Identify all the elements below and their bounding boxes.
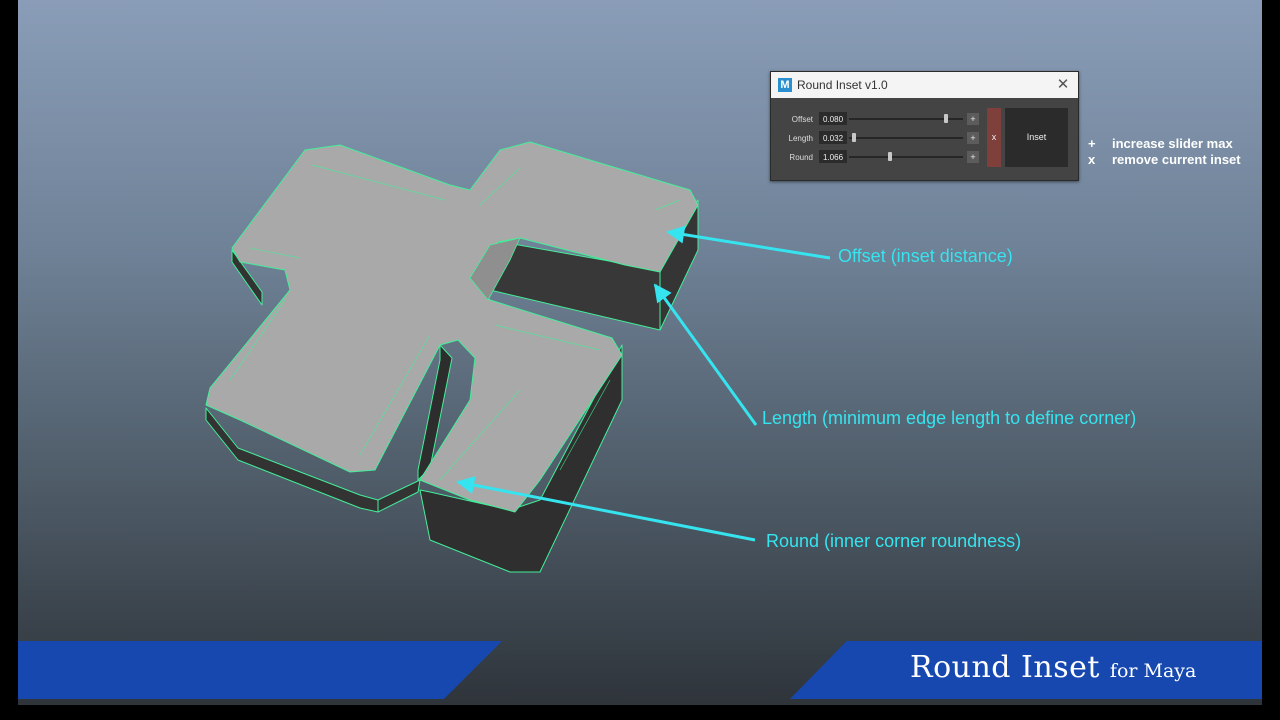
maya-app-icon: M [778, 78, 792, 92]
close-button[interactable]: ✕ [1056, 76, 1070, 93]
legend-x-text: remove current inset [1112, 152, 1241, 167]
length-arrow [653, 283, 758, 426]
legend-x: x remove current inset [1088, 152, 1241, 167]
banner-right [790, 641, 1262, 699]
length-plus-button[interactable]: + [967, 132, 979, 144]
length-slider[interactable] [849, 133, 963, 142]
remove-inset-button[interactable]: x [987, 108, 1001, 167]
inset-button[interactable]: Inset [1005, 108, 1068, 167]
round-label: Round [789, 153, 813, 162]
offset-arrow [666, 225, 831, 260]
legend-x-symbol: x [1088, 152, 1096, 167]
round-inset-dialog: M Round Inset v1.0 ✕ Offset 0.080 + Leng… [770, 71, 1079, 181]
offset-slider[interactable] [849, 114, 963, 123]
model-top-face [205, 141, 699, 513]
banner-left [18, 641, 502, 699]
offset-field[interactable]: 0.080 [819, 112, 847, 125]
dialog-titlebar[interactable]: M Round Inset v1.0 ✕ [771, 72, 1078, 98]
legend-plus: + increase slider max [1088, 136, 1233, 151]
brand-title: Round Inset [910, 650, 1100, 685]
length-annotation: Length (minimum edge length to define co… [762, 408, 1137, 428]
legend-plus-text: increase slider max [1112, 136, 1233, 151]
offset-slider-thumb[interactable] [944, 114, 948, 123]
length-field[interactable]: 0.032 [819, 131, 847, 144]
model-side-slot-right [377, 479, 421, 513]
dialog-title: Round Inset v1.0 [797, 78, 888, 92]
model-hole-ring [469, 237, 521, 301]
model-side-left [231, 249, 263, 306]
round-slider[interactable] [849, 152, 963, 161]
offset-plus-button[interactable]: + [967, 113, 979, 125]
brand-subtitle: for Maya [1109, 660, 1197, 682]
round-arrow [456, 476, 756, 542]
round-slider-thumb[interactable] [888, 152, 892, 161]
legend-plus-symbol: + [1088, 136, 1096, 151]
round-plus-button[interactable]: + [967, 151, 979, 163]
offset-label: Offset [791, 115, 813, 124]
round-annotation: Round (inner corner roundness) [766, 531, 1022, 551]
offset-annotation: Offset (inset distance) [838, 246, 1013, 266]
length-slider-thumb[interactable] [852, 133, 856, 142]
model-side-front-right [419, 344, 623, 573]
cross-model [205, 141, 699, 573]
model-side-slot [417, 344, 453, 481]
branding: Round Inset for Maya [910, 650, 1196, 690]
length-label: Length [788, 134, 813, 143]
round-field[interactable]: 1.066 [819, 150, 847, 163]
